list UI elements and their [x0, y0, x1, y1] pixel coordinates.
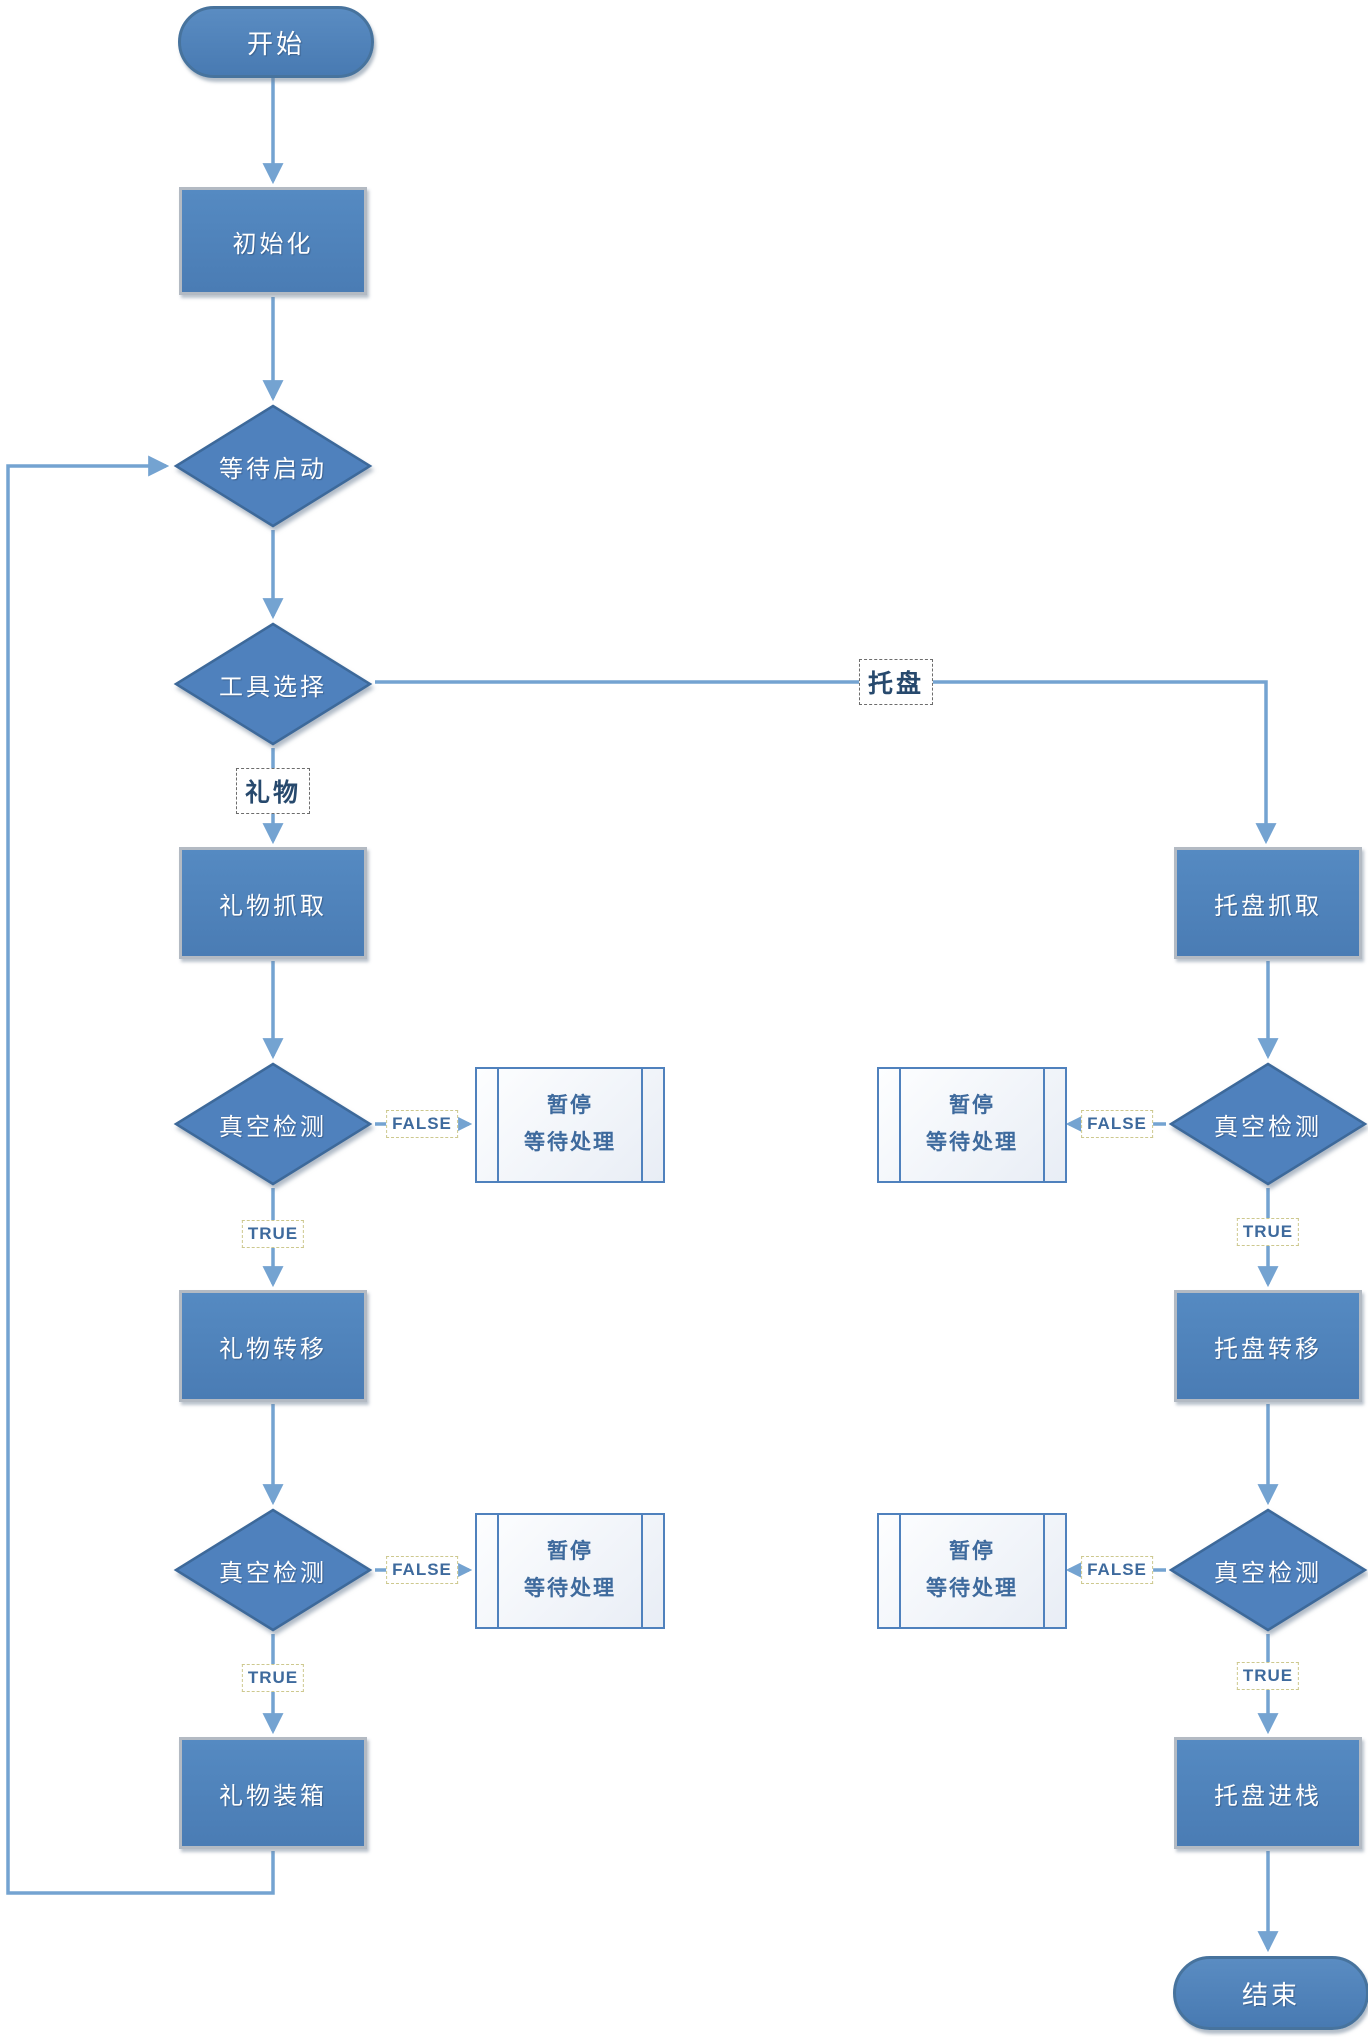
node-tray-transfer-label: 托盘转移: [1214, 1335, 1322, 1363]
node-tray-grab-label: 托盘抓取: [1214, 892, 1322, 920]
node-tray-transfer: 托盘转移: [1174, 1290, 1362, 1402]
node-vacuum-check-tray-1-label: 真空检测: [1214, 1113, 1322, 1141]
node-wait-start-label: 等待启动: [219, 455, 327, 483]
edge-label-true-gift-2: TRUE: [241, 1664, 305, 1692]
node-wait-start: 等待启动: [173, 404, 373, 528]
pause-line2: 等待处理: [524, 1131, 616, 1154]
node-tool-select-label: 工具选择: [219, 673, 327, 701]
edge-giftboxing-loop-waitstart: [6, 455, 275, 1895]
edge-label-true-gift-1: TRUE: [241, 1220, 305, 1248]
pause-box-tray-2: 暂停 等待处理: [877, 1513, 1067, 1629]
edge-label-false-tray-1: FALSE: [1081, 1110, 1153, 1138]
node-start: 开始: [178, 6, 374, 78]
node-gift-grab-label: 礼物抓取: [219, 892, 327, 920]
node-gift-transfer: 礼物转移: [179, 1290, 367, 1402]
pause-box-left-bar: [899, 1069, 901, 1181]
pause-line2: 等待处理: [926, 1577, 1018, 1600]
diamond-shape: [173, 622, 373, 746]
edge-label-gift: 礼物: [235, 768, 311, 814]
pause-box-tray-1: 暂停 等待处理: [877, 1067, 1067, 1183]
pause-box-right-bar: [1043, 1069, 1045, 1181]
diamond-shape: [1168, 1508, 1368, 1632]
node-vacuum-check-tray-2-label: 真空检测: [1214, 1559, 1322, 1587]
pause-box-right-bar: [641, 1069, 643, 1181]
edge-label-true-tray-1: TRUE: [1236, 1218, 1300, 1246]
node-tool-select: 工具选择: [173, 622, 373, 746]
pause-line1: 暂停: [547, 1540, 593, 1564]
diamond-shape: [173, 1062, 373, 1186]
diamond-shape: [173, 1508, 373, 1632]
node-vacuum-check-gift-1: 真空检测: [173, 1062, 373, 1186]
pause-box-right-bar: [1043, 1515, 1045, 1627]
edge-label-false-tray-2: FALSE: [1081, 1556, 1153, 1584]
node-init-label: 初始化: [232, 230, 314, 258]
node-vacuum-check-tray-2: 真空检测: [1168, 1508, 1368, 1632]
edge-label-tray: 托盘: [858, 659, 934, 705]
pause-box-left-bar: [497, 1069, 499, 1181]
node-vacuum-check-gift-2-label: 真空检测: [219, 1559, 327, 1587]
node-tray-grab: 托盘抓取: [1174, 847, 1362, 959]
node-gift-grab: 礼物抓取: [179, 847, 367, 959]
pause-box-gift-1: 暂停 等待处理: [475, 1067, 665, 1183]
edge-label-false-gift-1: FALSE: [386, 1110, 458, 1138]
node-gift-transfer-label: 礼物转移: [219, 1335, 327, 1363]
edge-toolselect-traygrab: [375, 680, 1277, 845]
pause-line2: 等待处理: [926, 1131, 1018, 1154]
node-init: 初始化: [179, 187, 367, 295]
node-tray-push-label: 托盘进栈: [1214, 1782, 1322, 1810]
pause-line1: 暂停: [949, 1540, 995, 1564]
edge-label-false-gift-2: FALSE: [386, 1556, 458, 1584]
pause-box-left-bar: [899, 1515, 901, 1627]
node-vacuum-check-tray-1: 真空检测: [1168, 1062, 1368, 1186]
pause-box-left-bar: [497, 1515, 499, 1627]
node-vacuum-check-gift-1-label: 真空检测: [219, 1113, 327, 1141]
pause-line1: 暂停: [949, 1094, 995, 1118]
node-end-label: 结束: [1241, 1979, 1300, 2010]
node-vacuum-check-gift-2: 真空检测: [173, 1508, 373, 1632]
pause-line2: 等待处理: [524, 1577, 616, 1600]
diamond-shape: [173, 404, 373, 528]
pause-line1: 暂停: [547, 1094, 593, 1118]
node-tray-push: 托盘进栈: [1174, 1737, 1362, 1849]
node-gift-boxing-label: 礼物装箱: [219, 1782, 327, 1810]
node-end: 结束: [1173, 1956, 1368, 2030]
node-start-label: 开始: [246, 28, 305, 59]
edge-label-true-tray-2: TRUE: [1236, 1662, 1300, 1690]
node-gift-boxing: 礼物装箱: [179, 1737, 367, 1849]
pause-box-right-bar: [641, 1515, 643, 1627]
pause-box-gift-2: 暂停 等待处理: [475, 1513, 665, 1629]
diamond-shape: [1168, 1062, 1368, 1186]
